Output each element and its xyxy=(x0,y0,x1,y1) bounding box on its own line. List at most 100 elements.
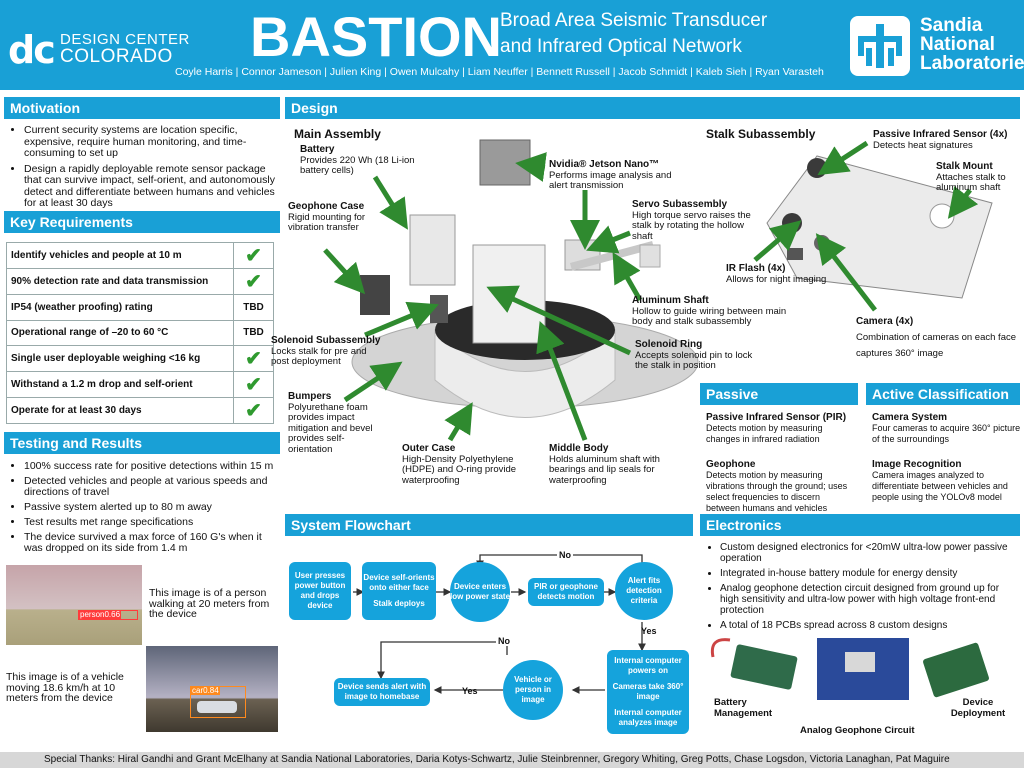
req-text: IP54 (weather proofing) rating xyxy=(6,294,234,321)
check-icon: ✔ xyxy=(233,371,274,398)
req-text: Single user deployable weighing <16 kg xyxy=(6,345,234,372)
testing-bullet: Passive system alerted up to 80 m away xyxy=(24,502,280,513)
main-assembly-heading: Main Assembly xyxy=(294,127,381,141)
flow-no-label-2: No xyxy=(496,636,512,646)
flow-yes-label: Yes xyxy=(641,626,657,636)
pcb1-label: Battery Management xyxy=(714,697,773,719)
motivation-bullet: Current security systems are location sp… xyxy=(24,124,280,160)
shaft-shape xyxy=(570,241,655,271)
check-icon: ✔ xyxy=(233,345,274,372)
passive-pir: Passive Infrared Sensor (PIR)Detects mot… xyxy=(706,412,847,444)
electronics-list: Custom designed electronics for <20mW ul… xyxy=(700,542,1020,635)
camera-label: Camera (4x)Combination of cameras on eac… xyxy=(856,316,1017,359)
passive-heading: Passive Classification xyxy=(700,383,858,418)
pcb2-label: Analog Geophone Circuit xyxy=(800,725,915,736)
detection-tag: person0.66 xyxy=(79,610,122,619)
image1-caption: This image is of a person walking at 20 … xyxy=(149,587,270,620)
flowchart-heading: System Flowchart xyxy=(285,514,693,536)
callout-arrows xyxy=(323,140,979,442)
geophone-panel-shape xyxy=(409,214,456,286)
solenoid-ring-arrow xyxy=(486,285,632,356)
sandia-wordmark: Sandia National Laboratories xyxy=(920,16,1024,73)
flow-step-criteria: Alert fits detection criteria xyxy=(615,562,673,620)
check-icon: ✔ xyxy=(233,397,274,424)
flow-computer-on: Internal computer powers on xyxy=(614,656,682,675)
req-text: Operational range of –20 to 60 °C xyxy=(6,319,234,346)
motivation-heading: Motivation xyxy=(4,97,280,119)
vehicle-shape xyxy=(197,701,237,713)
flow-step-orient: Device self-orients onto either face Sta… xyxy=(362,562,436,620)
req-text: Identify vehicles and people at 10 m xyxy=(6,242,234,269)
subtitle-line1: Broad Area Seismic Transducer xyxy=(500,10,768,31)
motivation-list: Current security systems are location sp… xyxy=(4,124,280,214)
bumpers-arrow xyxy=(343,361,403,403)
subtitle-line2: and Infrared Optical Network xyxy=(500,36,742,57)
jetson-arrow xyxy=(515,152,547,182)
pir-label: Passive Infrared Sensor (4x)Detects heat… xyxy=(873,129,1008,151)
servo-arrow xyxy=(586,225,631,254)
footer: Special Thanks: Hiral Gandhi and Grant M… xyxy=(0,752,1024,768)
design-center-label: DESIGN CENTER COLORADO xyxy=(60,32,190,67)
sandia-line3: Laboratories xyxy=(920,53,1024,74)
requirements-heading: Key Requirements xyxy=(4,211,280,233)
flow-step-power: User presses power button and drops devi… xyxy=(289,562,351,620)
req-text: 90% detection rate and data transmission xyxy=(6,268,234,295)
electronics-bullet: A total of 18 PCBs spread across 8 custo… xyxy=(720,620,1020,631)
detection-tag: car0.84 xyxy=(191,686,220,695)
req-text: Withstand a 1.2 m drop and self-orient xyxy=(6,371,234,398)
middle-body-arrow xyxy=(536,320,588,441)
geophone-arrow xyxy=(323,248,366,295)
flow-stalk-text: Stalk deploys xyxy=(373,599,425,608)
electronics-bullet: Custom designed electronics for <20mW ul… xyxy=(720,542,1020,564)
poster-title: BASTION xyxy=(250,5,502,68)
flow-step-detect: PIR or geophone detects motion xyxy=(528,578,604,606)
table-row: 90% detection rate and data transmission… xyxy=(6,268,274,295)
motivation-bullet: Design a rapidly deployable remote senso… xyxy=(24,163,280,210)
status-badge: TBD xyxy=(233,294,274,321)
sandia-thunderbird-icon xyxy=(850,16,910,76)
shaft-arrow xyxy=(612,251,643,302)
deployment-pcb-shape xyxy=(923,642,989,698)
table-row: Single user deployable weighing <16 kg✔ xyxy=(6,345,274,372)
flow-yes-label-2: Yes xyxy=(462,686,478,696)
flow-step-alert: Device sends alert with image to homebas… xyxy=(334,678,430,706)
flow-no-label: No xyxy=(557,550,573,560)
pcb3-label: Device Deployment xyxy=(950,697,1006,719)
pcb-photos xyxy=(710,638,989,700)
flow-step-low-power: Device enters low power state xyxy=(450,562,510,622)
special-thanks: Special Thanks: Hiral Gandhi and Grant M… xyxy=(44,754,950,765)
mount-arrow xyxy=(947,185,979,219)
electronics-heading: Electronics xyxy=(700,514,1020,536)
electronics-bullet: Analog geophone detection circuit design… xyxy=(720,583,1020,616)
flow-orient-text: Device self-orients onto either face xyxy=(363,573,435,592)
image2-caption: This image is of a vehicle moving 18.6 k… xyxy=(6,671,124,704)
flow-step-classify: Vehicle or person in image xyxy=(503,660,563,720)
dc-line1: DESIGN CENTER xyxy=(60,31,190,48)
req-text: Operate for at least 30 days xyxy=(6,397,234,424)
battery-pcb-shape xyxy=(710,638,798,690)
active-heading: Active Classification xyxy=(866,383,1020,405)
testing-list: 100% success rate for positive detection… xyxy=(4,461,280,558)
table-row: Withstand a 1.2 m drop and self-orient✔ xyxy=(6,371,274,398)
flow-cameras: Cameras take 360° image xyxy=(612,682,684,701)
sandia-line2: National xyxy=(920,34,995,55)
table-row: Operate for at least 30 days✔ xyxy=(6,397,274,424)
poster-header: dc DESIGN CENTER COLORADO BASTION Broad … xyxy=(0,0,1024,90)
check-icon: ✔ xyxy=(233,268,274,295)
vehicle-detection-photo: car0.84 xyxy=(146,646,278,732)
stalk-subassembly-heading: Stalk Subassembly xyxy=(706,127,816,141)
